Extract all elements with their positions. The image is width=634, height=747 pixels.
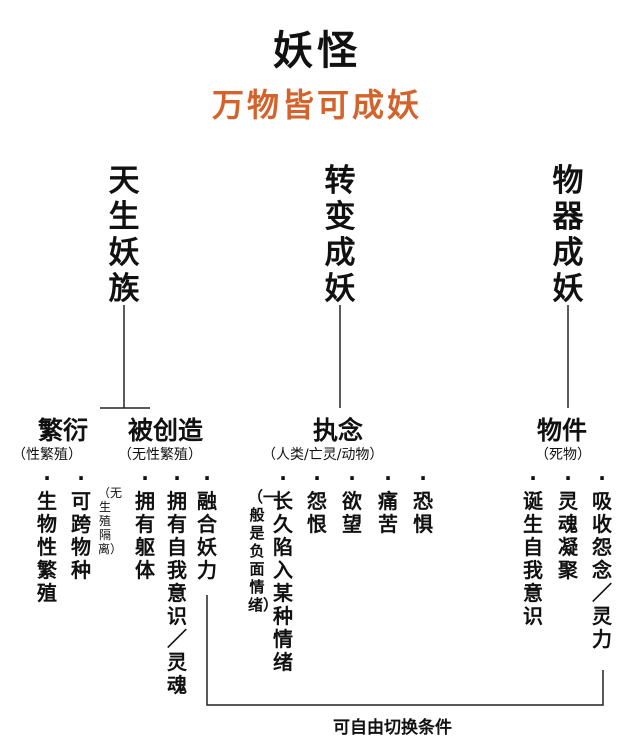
- fanyan-item-2: 可跨物种: [71, 489, 91, 582]
- bullet-dot: ·: [77, 466, 85, 490]
- branch-transform-heading: 转变成妖: [324, 163, 356, 307]
- fanyan-item-1: 生物性繁殖: [37, 489, 57, 605]
- obsession-item-1: 长久陷入某种情绪: [273, 489, 293, 674]
- obsession-note: （人类/亡灵/动物）: [262, 447, 384, 463]
- bullet-dot: ·: [43, 466, 51, 490]
- objects-note: （死物）: [535, 447, 591, 463]
- fanyan-small-note: （无生殖隔离）: [98, 486, 123, 556]
- bullet-dot: ·: [529, 466, 537, 490]
- branch-object-heading: 物器成妖: [552, 163, 584, 307]
- fanyan-label: 繁衍: [38, 416, 89, 445]
- obsession-item-2: 怨恨: [307, 489, 327, 536]
- bullet-dot: ·: [173, 466, 181, 490]
- bullet-dot: ·: [419, 466, 427, 490]
- objects-item-3: 吸收怨念／灵力: [592, 489, 612, 651]
- created-item-3: 融合妖力: [197, 489, 217, 582]
- created-note: （无性繁殖）: [118, 447, 202, 463]
- obsession-item-3: 欲望: [342, 489, 362, 536]
- switch-condition-label: 可自由切换条件: [333, 718, 452, 738]
- created-item-2: 拥有自我意识／灵魂: [167, 489, 187, 697]
- switch-bracket: [206, 595, 604, 706]
- created-item-1: 拥有躯体: [135, 489, 155, 582]
- obsession-item-5: 恐惧: [413, 489, 433, 536]
- bullet-dot: ·: [279, 466, 287, 490]
- obsession-item-4: 痛苦: [378, 489, 398, 536]
- created-label: 被创造: [128, 416, 204, 445]
- page-subtitle: 万物皆可成妖: [211, 86, 422, 124]
- objects-label: 物件: [537, 416, 588, 445]
- bullet-dot: ·: [203, 466, 211, 490]
- bullet-dot: ·: [564, 466, 572, 490]
- objects-item-1: 诞生自我意识: [523, 489, 543, 628]
- bullet-dot: ·: [313, 466, 321, 490]
- bullet-dot: ·: [384, 466, 392, 490]
- page-title: 妖怪: [273, 28, 361, 74]
- obsession-small-note: （一般是负面情绪）: [248, 488, 279, 614]
- bullet-dot: ·: [141, 466, 149, 490]
- branch-born-heading: 天生妖族: [108, 163, 140, 307]
- fanyan-note: （性繁殖）: [12, 447, 82, 463]
- obsession-label: 执念: [313, 416, 364, 445]
- bullet-dot: ·: [348, 466, 356, 490]
- bullet-dot: ·: [598, 466, 606, 490]
- objects-item-2: 灵魂凝聚: [558, 489, 578, 582]
